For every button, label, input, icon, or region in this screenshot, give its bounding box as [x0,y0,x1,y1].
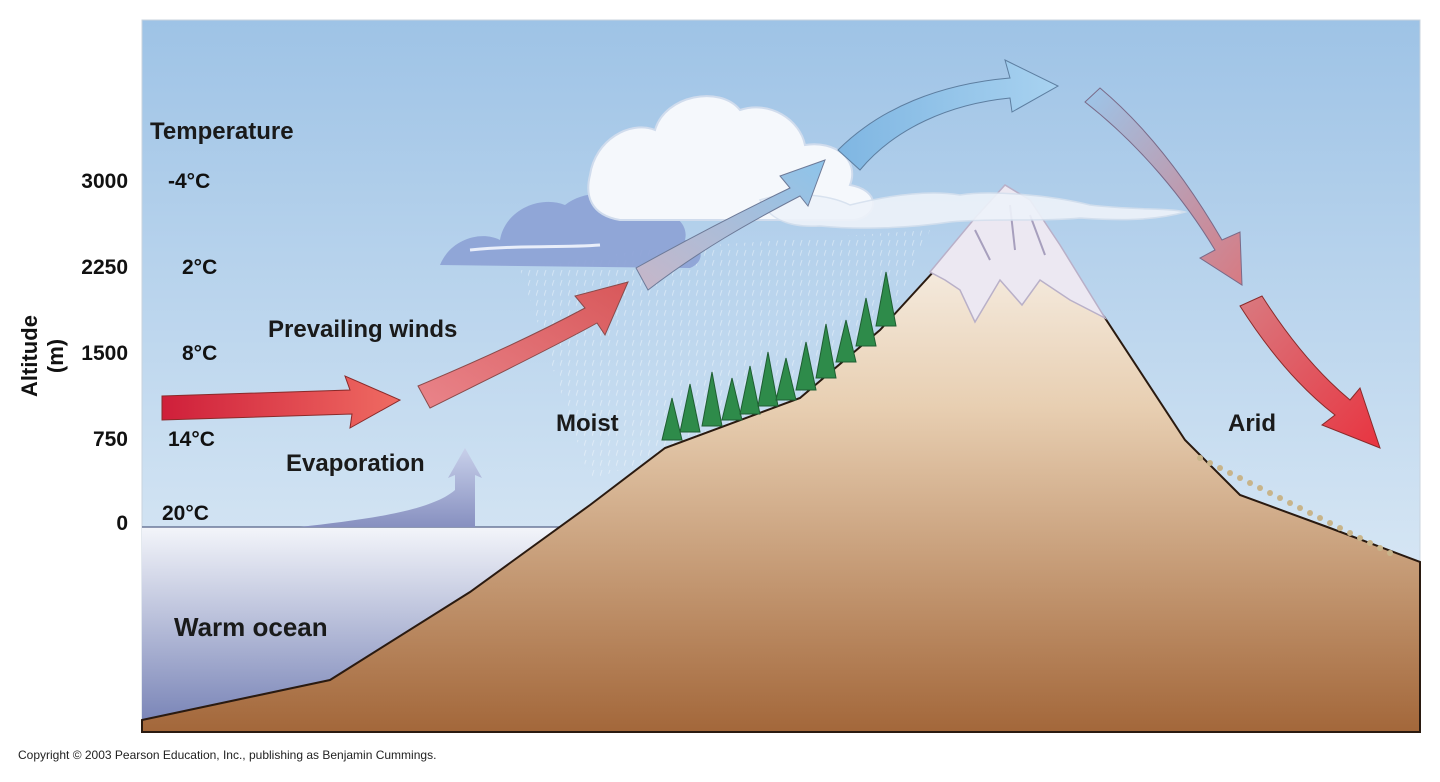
tree [679,383,701,433]
tree [661,397,683,441]
snow-cap [928,184,1108,324]
shrub [1267,490,1273,496]
shrub [1307,510,1313,516]
wind-arrow-1 [161,375,402,429]
arid-label: Arid [1228,410,1276,437]
tree [757,351,779,407]
altitude-tick-2250: 2250 [81,256,128,279]
altitude-tick-3000: 3000 [81,170,128,193]
shrub [1337,525,1343,531]
wind-arrow-6 [1239,295,1381,449]
evaporation-label: Evaporation [286,450,425,477]
temperature-750: 14°C [168,428,215,451]
shrub [1317,515,1323,521]
temperature-3000: -4°C [168,170,211,193]
moist-label: Moist [556,410,619,437]
wind-arrow-2 [417,281,629,409]
temperature-heading: Temperature [150,118,294,145]
temperature-1500: 8°C [182,342,218,365]
shrub [1237,475,1243,481]
tree [739,365,761,415]
shrub [1357,535,1363,541]
shrub [1297,505,1303,511]
shrub [1217,465,1223,471]
tree [775,357,797,401]
wind-arrow-3 [635,159,826,291]
shrub [1277,495,1283,501]
temperature-2250: 2°C [182,256,218,279]
tree [701,371,723,427]
tree [795,341,817,391]
tree [815,323,837,379]
copyright-notice: Copyright © 2003 Pearson Education, Inc.… [18,748,437,762]
tree [835,319,857,363]
shrub [1257,485,1263,491]
prevailing-winds-label: Prevailing winds [268,316,458,343]
shrub [1367,540,1373,546]
altitude-tick-750: 750 [92,428,128,451]
shrub [1247,480,1253,486]
altitude-tick-0: 0 [116,512,128,535]
altitude-tick-1500: 1500 [81,342,128,365]
wind-arrow-5 [1084,87,1243,286]
warm-ocean-area [142,527,590,720]
wind-arrow-4 [837,59,1060,171]
shrub [1207,460,1213,466]
tree [721,377,743,421]
shrub [1197,455,1203,461]
tree [855,297,877,347]
shrub [1387,550,1393,556]
shrub [1327,520,1333,526]
temperature-0: 20°C [162,502,209,525]
shrub [1287,500,1293,506]
evaporation-arrow [300,448,482,527]
tree [875,271,897,327]
shrub [1227,470,1233,476]
shrub [1347,530,1353,536]
warm-ocean-label: Warm ocean [174,612,328,642]
arid-shrubs [1197,455,1393,556]
forest-trees [661,271,897,441]
shrub [1377,545,1383,551]
